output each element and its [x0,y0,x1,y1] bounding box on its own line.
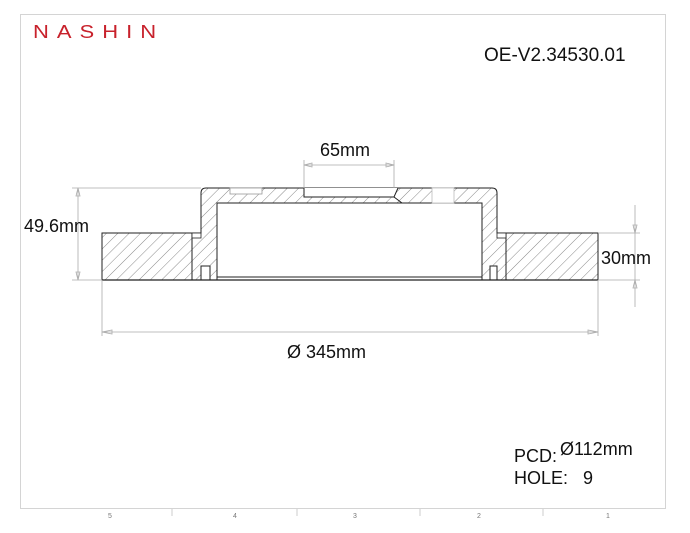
zone-marker-2: 2 [477,513,481,520]
rotor-left [101,232,193,281]
zone-ticks [171,509,544,516]
label-total-height: 49.6mm [24,216,90,236]
zone-marker-3: 3 [353,513,357,520]
zone-marker-4: 4 [233,513,237,520]
pcd-label: PCD: [514,446,558,466]
dim-center-bore [303,160,395,188]
rotor-right [505,232,599,281]
label-thickness: 30mm [601,248,652,268]
hub-section [102,187,598,281]
dim-total-height [72,187,201,281]
drawing-frame [20,14,666,509]
hole-label: HOLE: [514,468,569,488]
brand-logo: NASHIN [33,21,165,43]
part-number: OE-V2.34530.01 [484,45,626,66]
label-center-bore: 65mm [320,140,371,160]
zone-marker-1: 1 [606,513,610,520]
zone-marker-5: 5 [108,513,112,520]
dim-outer-diameter [101,280,599,336]
pcd-value: Ø112mm [560,439,633,459]
hole-value: 9 [583,468,594,488]
dim-thickness [598,205,640,307]
label-outer-diameter: Ø 345mm [287,342,367,362]
